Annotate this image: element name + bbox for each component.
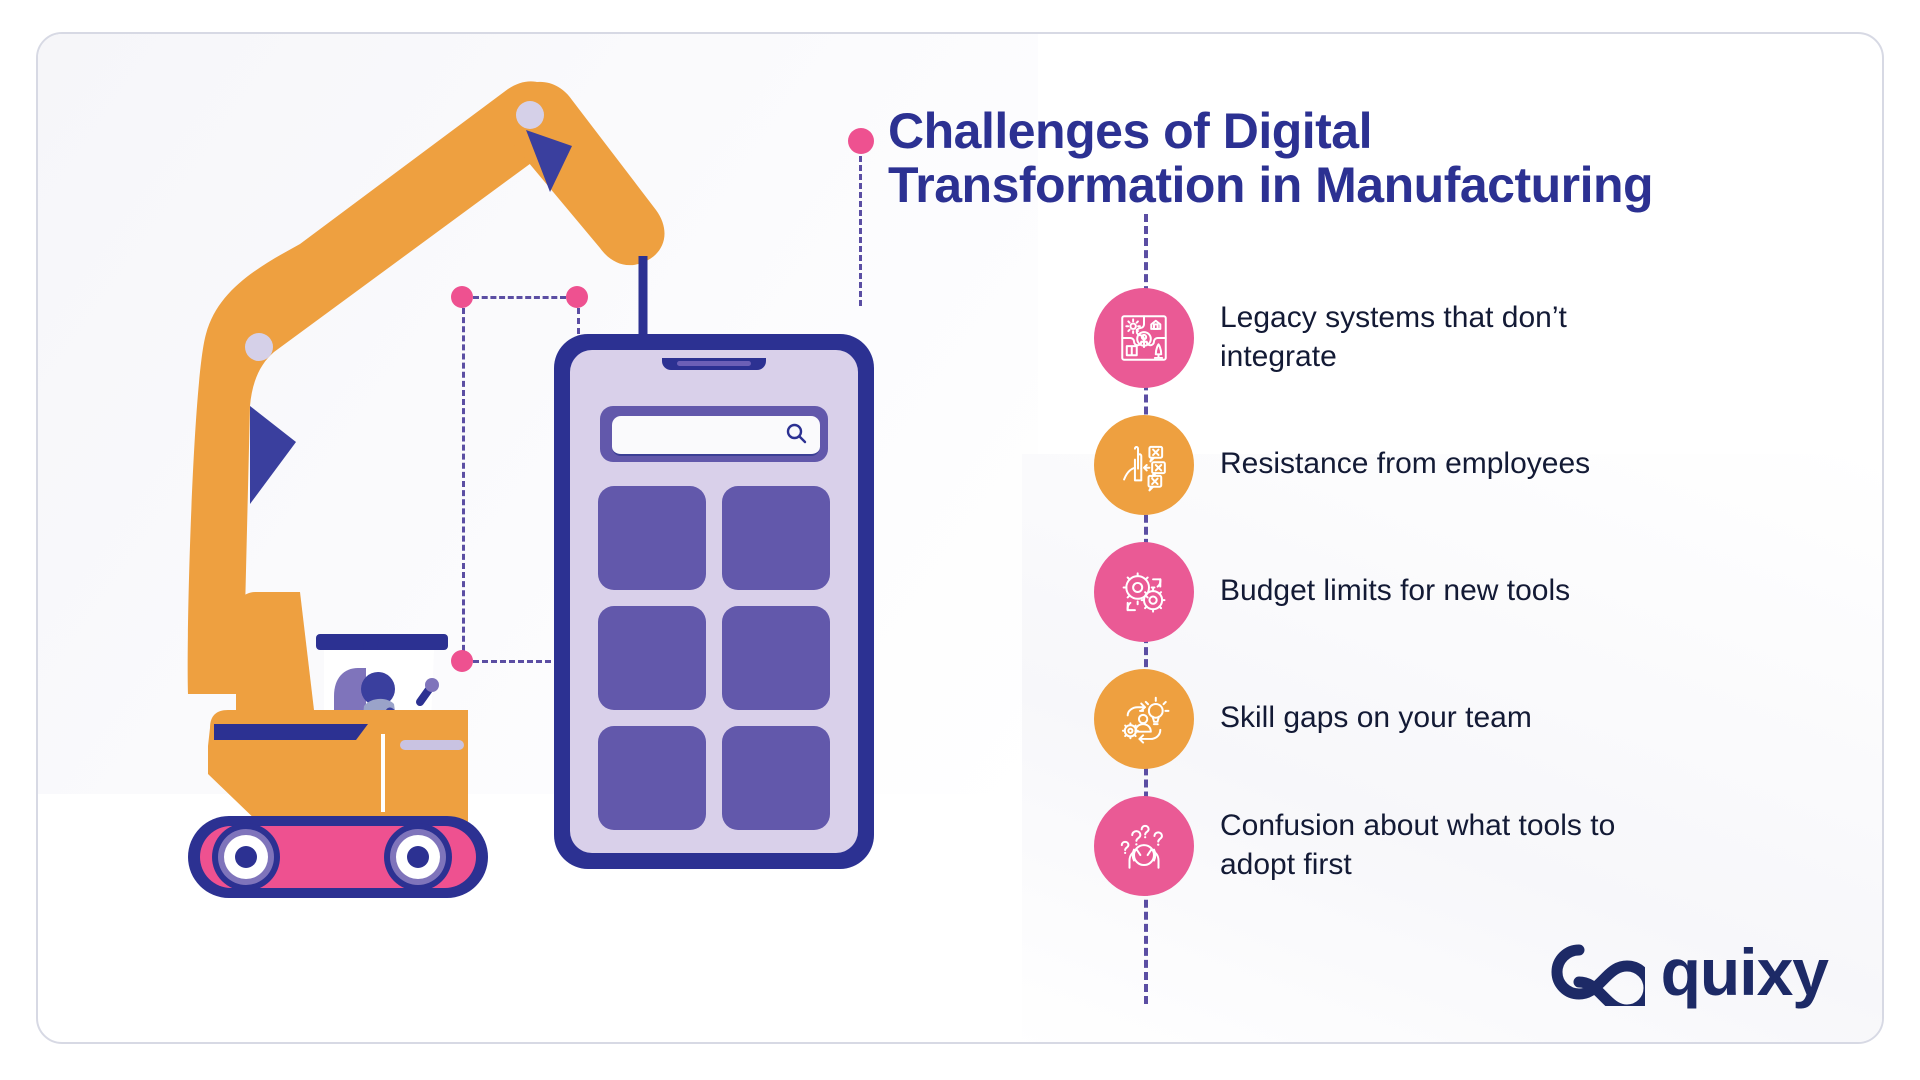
list-item[interactable]: Budget limits for new tools: [1068, 528, 1882, 655]
list-item[interactable]: Confusion about what tools to adopt firs…: [1068, 782, 1882, 909]
excavator-tracks: [188, 816, 488, 898]
magnifier-icon: [784, 421, 808, 450]
excavator-illustration: [38, 34, 868, 1042]
icon-wrap: [1068, 414, 1220, 515]
icon-wrap: [1068, 795, 1220, 896]
measure-line-top: [473, 296, 566, 299]
gears-process-icon: [1094, 541, 1194, 642]
list-item-label: Legacy systems that don’t integrate: [1220, 301, 1567, 373]
list-item[interactable]: Skill gaps on your team: [1068, 655, 1882, 782]
puzzle-pieces-icon: [1094, 287, 1194, 388]
page-title: Challenges of Digital Transformation in …: [888, 103, 1654, 213]
app-tile[interactable]: [598, 726, 706, 830]
list-item-label: Budget limits for new tools: [1220, 574, 1571, 608]
icon-wrap: [1068, 541, 1220, 642]
smartphone-mockup: [554, 334, 874, 869]
logo-wordmark: quixy: [1660, 935, 1829, 1009]
app-tile[interactable]: [598, 486, 706, 590]
app-tile[interactable]: [598, 606, 706, 710]
list-item-label: Skill gaps on your team: [1220, 701, 1532, 735]
measure-dot-top-left: [451, 286, 473, 308]
icon-wrap: [1068, 287, 1220, 388]
hand-stop-rejection-icon: [1094, 414, 1194, 515]
crane-upper-arm: [500, 81, 665, 266]
measure-line-bottom: [473, 660, 551, 663]
app-tile[interactable]: [722, 486, 830, 590]
phone-screen: [570, 350, 858, 853]
title-bullet-dot: [848, 128, 874, 154]
list-item-label: Confusion about what tools to adopt firs…: [1220, 809, 1616, 881]
title-connector-line: [859, 156, 862, 306]
phone-speaker: [677, 361, 751, 366]
quixy-logo: quixy: [1549, 935, 1829, 1016]
challenges-list: Legacy systems that don’t integrate: [1068, 214, 1882, 1004]
list-item-label: Resistance from employees: [1220, 447, 1591, 481]
search-input[interactable]: [612, 416, 820, 456]
infinity-link-icon: [1549, 938, 1655, 1016]
phone-app-grid: [598, 486, 830, 830]
measure-dot-bottom-left: [451, 650, 473, 672]
measure-dot-top-right: [566, 286, 588, 308]
list-item[interactable]: Resistance from employees: [1068, 401, 1882, 528]
list-item[interactable]: Legacy systems that don’t integrate: [1068, 274, 1882, 401]
measure-line-left: [462, 308, 465, 660]
person-question-marks-icon: [1094, 795, 1194, 896]
icon-wrap: [1068, 668, 1220, 769]
app-tile[interactable]: [722, 606, 830, 710]
excavator-body: [208, 592, 468, 824]
phone-search-bar[interactable]: [600, 406, 828, 462]
app-tile[interactable]: [722, 726, 830, 830]
title-block: Challenges of Digital Transformation in …: [848, 103, 1882, 306]
person-lightbulb-gear-icon: [1094, 668, 1194, 769]
measure-line-right: [577, 308, 580, 344]
infographic-card: Challenges of Digital Transformation in …: [36, 32, 1884, 1044]
